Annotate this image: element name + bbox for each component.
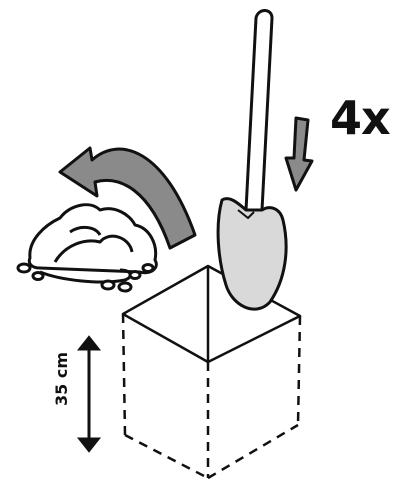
dimension-arrow-icon (76, 335, 102, 453)
spade-icon (216, 9, 288, 311)
hole-icon (121, 264, 302, 480)
repeat-count-label: 4x (330, 91, 391, 145)
soil-pile-icon (16, 203, 158, 293)
down-arrow-icon (284, 116, 314, 192)
curved-arrow-icon (58, 146, 197, 250)
depth-measurement-label: 35 cm (52, 352, 71, 406)
